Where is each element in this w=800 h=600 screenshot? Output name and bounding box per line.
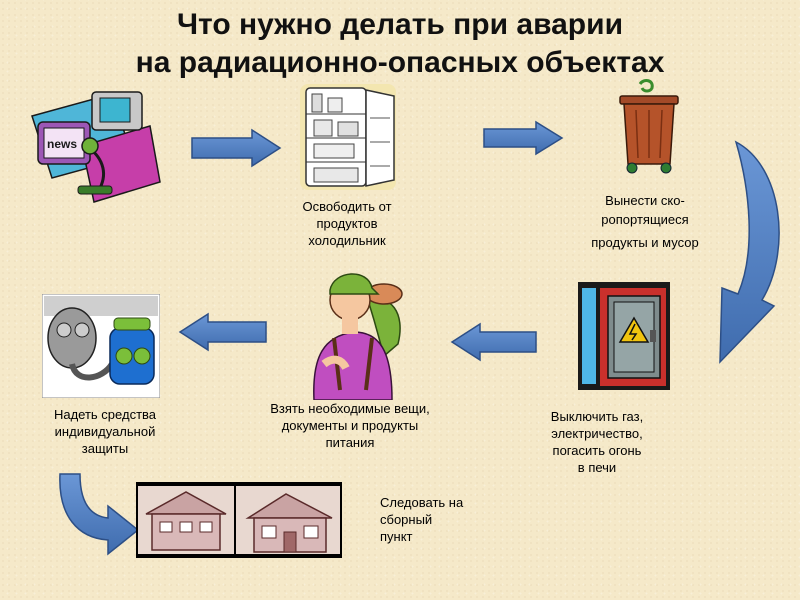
arrow-curved-right — [54, 472, 140, 556]
arrow-right-2 — [482, 120, 564, 156]
arrow-curved-down — [700, 140, 792, 380]
step-1-label: Освободить от продуктов холодильник — [302, 199, 392, 248]
arrow-left-2 — [178, 312, 268, 352]
step-2-label: Вынести ско- ропортящиеся продукты и мус… — [591, 193, 699, 250]
electric-panel-illustration — [578, 282, 670, 390]
trash-bin-illustration — [614, 78, 684, 178]
arrow-left-1 — [450, 322, 538, 362]
step-4-label: Взять необходимые вещи, документы и прод… — [270, 401, 430, 450]
diagram-title: Что нужно делать при аварии на радиацион… — [0, 6, 800, 82]
arrow-right-1 — [190, 128, 282, 168]
news-icon-text: news — [47, 137, 77, 151]
person-with-backpack-illustration — [294, 260, 414, 400]
title-line-1: Что нужно делать при аварии — [176, 8, 624, 41]
step-3-label: Выключить газ, электричество, погасить о… — [550, 409, 644, 475]
fridge-illustration — [292, 82, 404, 194]
step-6-label: Следовать на сборный пункт — [380, 495, 464, 544]
news-media-illustration: news — [22, 86, 162, 206]
title-line-2: на радиационно-опасных объектах — [135, 46, 665, 79]
houses-illustration — [136, 482, 342, 558]
gas-mask-illustration — [42, 294, 160, 398]
step-5-label: Надеть средства индивидуальной защиты — [53, 407, 157, 456]
